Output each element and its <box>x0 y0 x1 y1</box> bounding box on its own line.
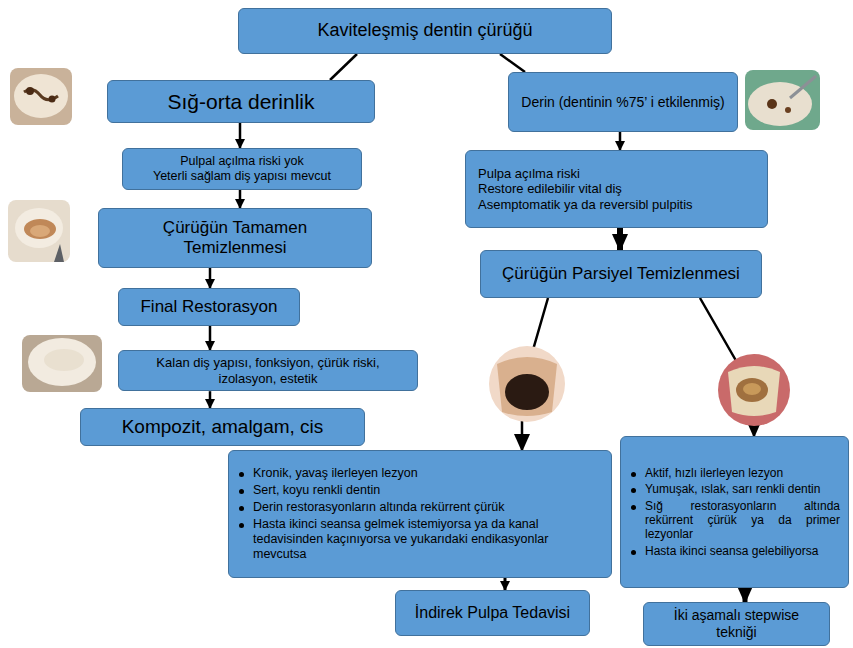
node-text: Çürüğün Tamamen Temizlenmesi <box>133 218 337 259</box>
indication-box: Aktif, hızlı ilerleyen lezyonYumuşak, ıs… <box>620 436 849 588</box>
connector <box>743 588 748 602</box>
bullet-dot <box>631 488 636 493</box>
result-box: Kompozit, amalgam, cis <box>80 408 365 446</box>
node-text: Sert, koyu renkli dentin <box>253 483 603 498</box>
tooth-photo <box>745 70 820 130</box>
node-text: İki aşamalı stepwise tekniği <box>652 607 821 641</box>
connector <box>209 326 212 350</box>
tooth-photo <box>10 68 72 125</box>
connector <box>330 54 357 80</box>
bullet-row: Kronik, yavaş ilerleyen lezyon <box>237 466 603 481</box>
node-text: Restore edilebilir vital diş <box>478 181 622 197</box>
bullet-row: Aktif, hızlı ilerleyen lezyon <box>629 466 840 480</box>
node-text: Kalan diş yapısı, fonksiyon, çürük riski… <box>127 355 409 386</box>
bullet-dot <box>631 505 636 510</box>
tooth-photo <box>489 346 565 422</box>
connector <box>209 268 212 288</box>
process-box: Çürüğün Tamamen Temizlenmesi <box>98 208 372 268</box>
indication-box: Kronik, yavaş ilerleyen lezyonSert, koyu… <box>228 450 612 578</box>
bullet-row: Derin restorasyonların altında rekürrent… <box>237 500 603 515</box>
node-text: Derin (dentinin %75’ i etkilenmiş) <box>521 94 724 111</box>
node-text: Sığ-orta derinlik <box>167 89 314 114</box>
condition-box: Kalan diş yapısı, fonksiyon, çürük riski… <box>118 350 418 391</box>
node-text: Kronik, yavaş ilerleyen lezyon <box>253 466 603 481</box>
node-text: Yumuşak, ıslak, sarı renkli dentin <box>645 482 840 496</box>
node-text: Kaviteleşmiş dentin çürüğü <box>317 20 532 42</box>
connector <box>239 123 242 148</box>
tooth-photo <box>718 354 790 426</box>
node-text: Derin restorasyonların altında rekürrent… <box>253 500 603 515</box>
node-text: Hasta ikinci seansa gelebiliyorsa <box>645 544 840 558</box>
bullet-dot <box>239 506 244 511</box>
node-text: Pulpal açılma riski yok <box>180 154 304 169</box>
bullet-dot <box>631 472 636 477</box>
process-box: Çürüğün Parsiyel Temizlenmesi <box>480 250 762 298</box>
node-text: Sığ restorasyonların altında rekürrent ç… <box>645 499 840 542</box>
title-box: Kaviteleşmiş dentin çürüğü <box>238 8 612 54</box>
bullet-row: Hasta ikinci seansa gelebiliyorsa <box>629 544 840 558</box>
condition-box: Pulpal açılma riski yokYeterli sağlam di… <box>122 148 362 190</box>
bullet-row: Sert, koyu renkli dentin <box>237 483 603 498</box>
bullet-dot <box>631 550 636 555</box>
bullet-dot <box>239 523 244 528</box>
result-box: İndirek Pulpa Tedavisi <box>395 590 590 636</box>
node-text: Final Restorasyon <box>140 297 277 317</box>
connector <box>617 228 623 250</box>
bullet-row: Sığ restorasyonların altında rekürrent ç… <box>629 499 840 542</box>
node-text: Hasta ikinci seansa gelmek istemiyorsa y… <box>253 517 603 562</box>
node-text: Çürüğün Parsiyel Temizlenmesi <box>502 264 740 284</box>
result-box: İki aşamalı stepwise tekniği <box>643 602 830 646</box>
node-text: Asemptomatik ya da reversibl pulpitis <box>478 197 693 213</box>
node-text: Yeterli sağlam diş yapısı mevcut <box>153 169 331 184</box>
node-text: Aktif, hızlı ilerleyen lezyon <box>645 466 840 480</box>
bullet-row: Hasta ikinci seansa gelmek istemiyorsa y… <box>237 517 603 562</box>
connector <box>239 190 242 208</box>
connector <box>500 54 525 72</box>
node-text: Pulpa açılma riski <box>478 166 580 182</box>
tooth-photo <box>22 335 102 392</box>
bullet-dot <box>239 489 244 494</box>
tooth-photo <box>8 200 70 262</box>
condition-box: Pulpa açılma riskiRestore edilebilir vit… <box>465 150 768 228</box>
bullet-dot <box>239 472 244 477</box>
connector <box>209 391 212 408</box>
bullet-row: Yumuşak, ıslak, sarı renkli dentin <box>629 482 840 496</box>
process-box: Derin (dentinin %75’ i etkilenmiş) <box>508 72 738 132</box>
node-text: Kompozit, amalgam, cis <box>122 416 324 439</box>
process-box: Final Restorasyon <box>118 288 300 326</box>
node-text: İndirek Pulpa Tedavisi <box>415 603 570 622</box>
connector <box>504 578 507 590</box>
connector <box>619 132 622 150</box>
process-box: Sığ-orta derinlik <box>107 80 375 123</box>
